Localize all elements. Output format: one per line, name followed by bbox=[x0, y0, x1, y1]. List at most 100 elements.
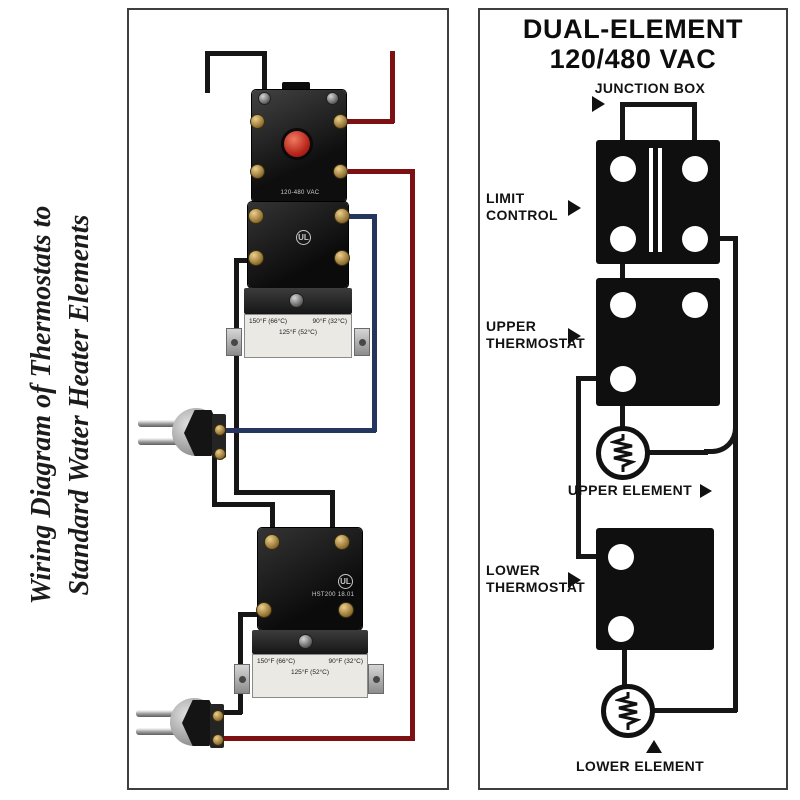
element-rod bbox=[136, 710, 190, 717]
divider-line bbox=[649, 148, 653, 252]
wire bbox=[238, 612, 243, 714]
terminal-hole bbox=[610, 292, 636, 318]
wire bbox=[620, 102, 625, 144]
screw-icon bbox=[258, 92, 271, 105]
upper-thermostat-label: 150°F (66°C) 90°F (32°C) 125°F (52°C) bbox=[244, 314, 352, 358]
terminal-screw-icon bbox=[214, 448, 226, 460]
wire bbox=[348, 169, 414, 174]
terminal-hole bbox=[682, 226, 708, 252]
terminal-hole bbox=[682, 156, 708, 182]
junction-box-label: JUNCTION BOX bbox=[594, 80, 706, 96]
lower-element-symbol bbox=[601, 684, 655, 738]
terminal-screw-icon bbox=[334, 208, 350, 224]
terminal-screw-icon bbox=[338, 602, 354, 618]
wire bbox=[212, 450, 217, 506]
wire bbox=[205, 51, 267, 56]
label-hot: 150°F (66°C) bbox=[257, 658, 296, 665]
wire bbox=[234, 490, 334, 495]
wire bbox=[212, 502, 274, 507]
terminal-screw-icon bbox=[334, 534, 350, 550]
mounting-ear bbox=[226, 328, 242, 356]
label-setpoint: 125°F (52°C) bbox=[290, 669, 330, 676]
mounting-ear bbox=[368, 664, 384, 694]
reset-button-icon bbox=[281, 128, 313, 160]
ear-hole-icon bbox=[372, 675, 380, 683]
arrow-right-icon bbox=[700, 483, 713, 498]
wire bbox=[410, 169, 415, 741]
wire bbox=[716, 236, 736, 241]
wire bbox=[222, 428, 376, 433]
label-hot: 150°F (66°C) bbox=[249, 318, 288, 325]
lower-thermostat-label: 150°F (66°C) 90°F (32°C) 125°F (52°C) bbox=[252, 654, 368, 698]
wire bbox=[270, 502, 275, 542]
terminal-hole bbox=[682, 292, 708, 318]
terminal-screw-icon bbox=[212, 734, 224, 746]
element-rod bbox=[136, 728, 190, 735]
heating-coil-icon bbox=[615, 692, 641, 730]
terminal-hole bbox=[608, 616, 634, 642]
caption-line-2: Standard Water Heater Elements bbox=[64, 214, 95, 596]
label-setpoint: 125°F (52°C) bbox=[278, 329, 318, 336]
lower-element-label: LOWER ELEMENT bbox=[575, 758, 705, 774]
upper-thermo-label-line1: UPPER bbox=[486, 318, 537, 334]
wire bbox=[348, 214, 376, 219]
divider-line bbox=[658, 148, 662, 252]
wire bbox=[576, 554, 612, 559]
wire bbox=[205, 51, 210, 93]
ul-mark: UL bbox=[296, 230, 311, 245]
arrow-right-icon bbox=[568, 328, 581, 344]
wire bbox=[576, 376, 581, 558]
wire bbox=[330, 490, 335, 542]
wire bbox=[390, 51, 395, 123]
upper-thermostat-box bbox=[596, 278, 720, 406]
ear-hole-icon bbox=[230, 338, 238, 346]
arrow-up-icon bbox=[646, 740, 662, 753]
terminal-screw-icon bbox=[214, 424, 226, 436]
upper-element-symbol bbox=[596, 426, 650, 480]
screw-icon bbox=[289, 293, 304, 308]
upper-thermo-label-line2: THERMOSTAT bbox=[486, 335, 586, 351]
limit-small-print: 120-480 VAC bbox=[280, 190, 320, 196]
terminal-screw-icon bbox=[250, 114, 265, 129]
limit-label-line1: LIMIT bbox=[486, 190, 525, 206]
lower-thermo-label-line2: THERMOSTAT bbox=[486, 579, 586, 595]
schematic-title-line2: 120/480 VAC bbox=[549, 44, 717, 74]
element-rod bbox=[138, 438, 192, 445]
label-cold: 90°F (32°C) bbox=[312, 318, 347, 325]
ear-hole-icon bbox=[238, 675, 246, 683]
arrow-right-icon bbox=[592, 96, 605, 112]
wire bbox=[262, 51, 267, 99]
limit-label-line2: CONTROL bbox=[486, 207, 559, 223]
terminal-hole bbox=[610, 226, 636, 252]
upper-thermostat-body bbox=[248, 202, 348, 288]
lower-thermostat-label: LOWER THERMOSTAT bbox=[486, 562, 585, 596]
model-print: HST200 18.01 bbox=[312, 592, 355, 598]
terminal-screw-icon bbox=[256, 602, 272, 618]
element-rod bbox=[138, 420, 192, 427]
terminal-screw-icon bbox=[333, 164, 348, 179]
wire bbox=[648, 450, 708, 455]
terminal-hole bbox=[610, 156, 636, 182]
terminal-screw-icon bbox=[334, 250, 350, 266]
terminal-hole bbox=[608, 544, 634, 570]
ul-mark: UL bbox=[338, 574, 353, 589]
wire bbox=[620, 390, 625, 432]
terminal-screw-icon bbox=[333, 114, 348, 129]
wire bbox=[214, 710, 242, 715]
caption-line-1: Wiring Diagram of Thermostats to bbox=[26, 205, 57, 605]
terminal-screw-icon bbox=[264, 534, 280, 550]
wire bbox=[234, 258, 239, 494]
wire bbox=[372, 214, 377, 432]
upper-element-label-text: UPPER ELEMENT bbox=[567, 482, 693, 498]
wire bbox=[733, 236, 738, 712]
upper-thermostat-label: UPPER THERMOSTAT bbox=[486, 318, 585, 352]
wire bbox=[620, 102, 697, 107]
screw-icon bbox=[298, 634, 313, 649]
label-cold: 90°F (32°C) bbox=[328, 658, 363, 665]
mounting-ear bbox=[234, 664, 250, 694]
terminal-screw-icon bbox=[248, 208, 264, 224]
upper-element-label: UPPER ELEMENT bbox=[540, 482, 740, 499]
screw-icon bbox=[326, 92, 339, 105]
arrow-right-icon bbox=[568, 572, 581, 588]
